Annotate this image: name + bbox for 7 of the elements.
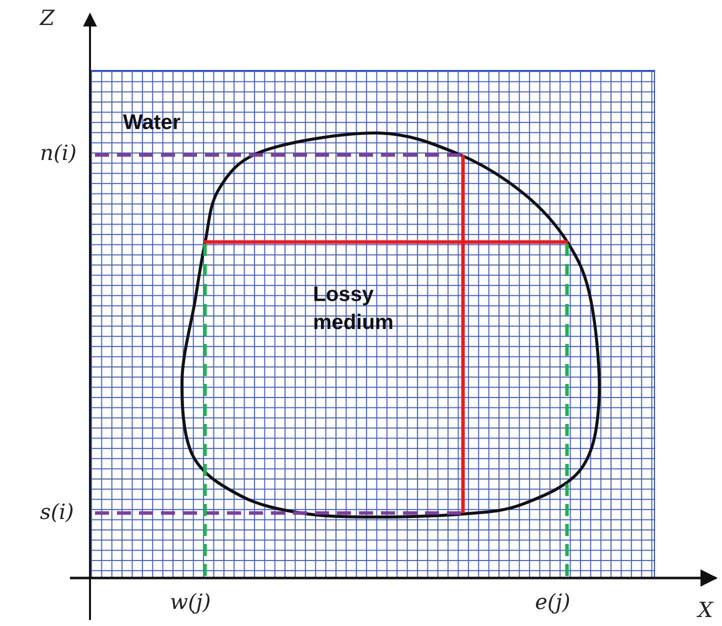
index-label: w(j)	[170, 592, 211, 613]
index-label: s(i)	[40, 502, 74, 523]
water-grid-region	[90, 70, 655, 578]
index-label: n(i)	[40, 143, 77, 164]
index-label: e(j)	[535, 592, 570, 613]
axis-label: Z	[40, 8, 55, 29]
axis-label: X	[698, 600, 713, 621]
